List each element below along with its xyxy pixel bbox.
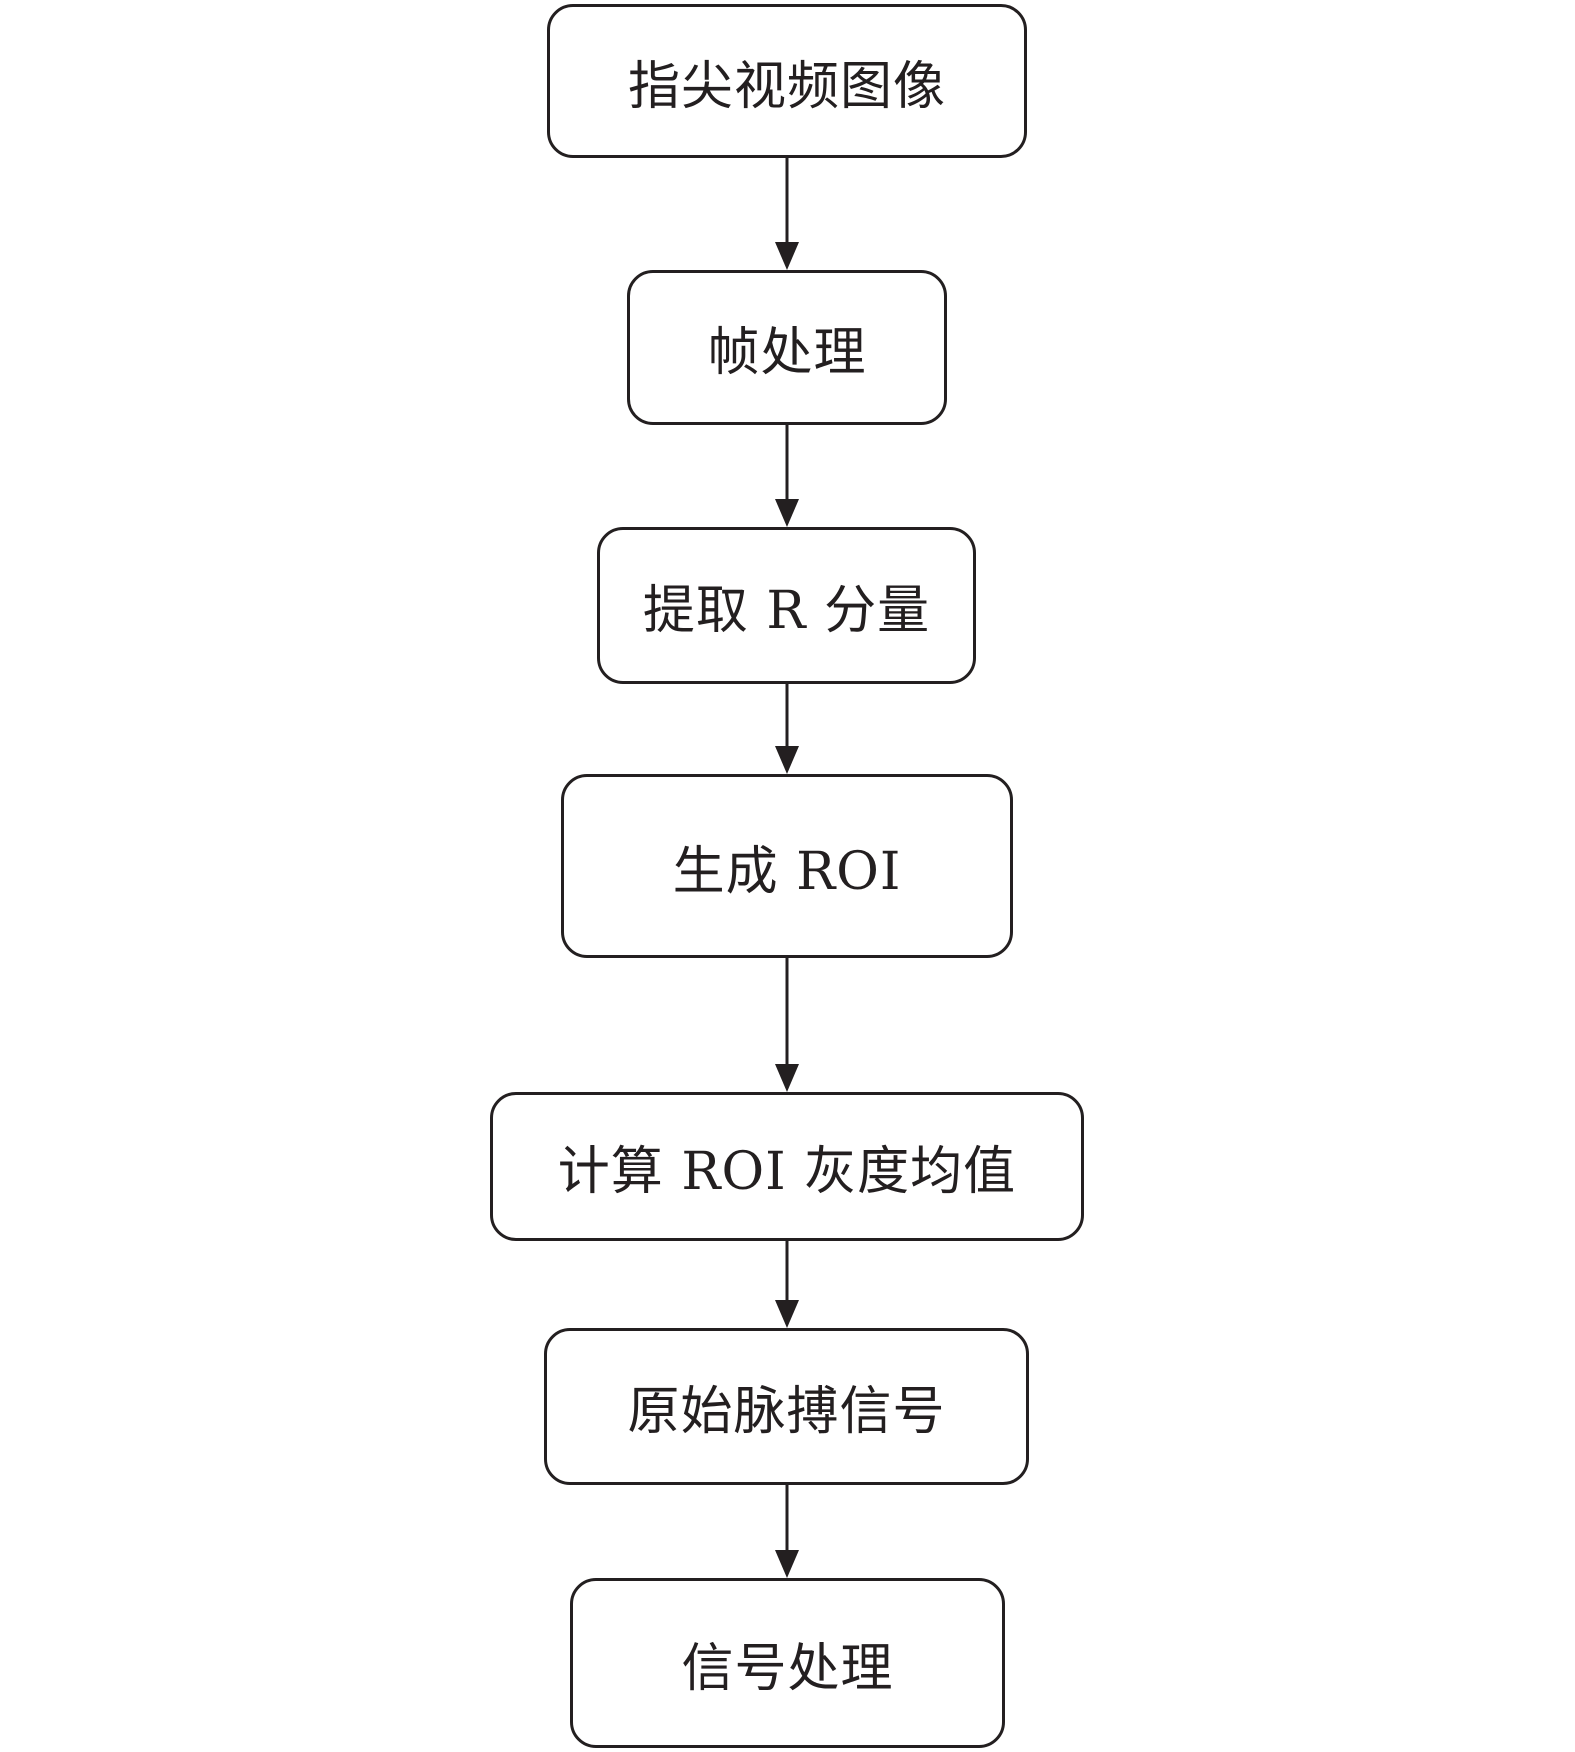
step-signal-processing: 信号处理 bbox=[570, 1578, 1005, 1748]
step-label: 指尖视频图像 bbox=[627, 56, 946, 117]
arrow-step3-step4 bbox=[775, 684, 799, 774]
step-fingertip-video: 指尖视频图像 bbox=[547, 4, 1027, 158]
step-label: 提取 R 分量 bbox=[642, 581, 931, 641]
arrow-step6-step7 bbox=[775, 1485, 799, 1578]
step-label: 计算 ROI 灰度均值 bbox=[557, 1142, 1017, 1202]
step-label: 生成 ROI bbox=[672, 841, 902, 902]
arrow-step2-step3 bbox=[775, 425, 799, 527]
step-label: 帧处理 bbox=[707, 323, 867, 383]
step-label: 原始脉搏信号 bbox=[627, 1382, 946, 1442]
step-compute-roi-gray-mean: 计算 ROI 灰度均值 bbox=[490, 1092, 1084, 1241]
step-extract-r-component: 提取 R 分量 bbox=[597, 527, 976, 684]
step-label: 信号处理 bbox=[681, 1638, 894, 1699]
step-generate-roi: 生成 ROI bbox=[561, 774, 1013, 958]
step-raw-pulse-signal: 原始脉搏信号 bbox=[544, 1328, 1029, 1485]
step-frame-processing: 帧处理 bbox=[627, 270, 947, 425]
arrow-step1-step2 bbox=[775, 158, 799, 270]
arrow-step4-step5 bbox=[775, 958, 799, 1092]
arrow-step5-step6 bbox=[775, 1241, 799, 1328]
